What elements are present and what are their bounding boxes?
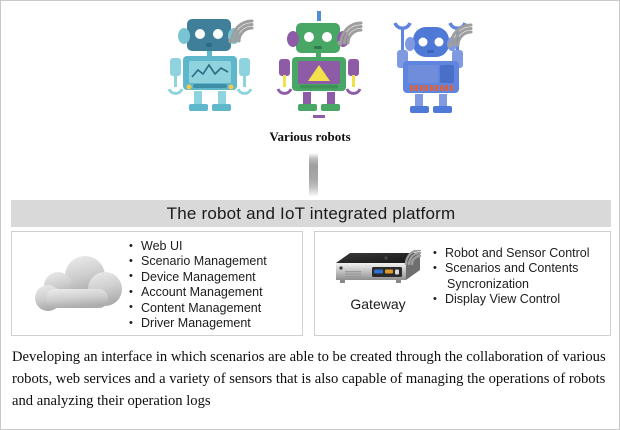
list-item: Content Management [129, 300, 267, 316]
cloud-icon [30, 256, 126, 314]
gateway-label: Gateway [350, 296, 406, 312]
list-item: Account Management [129, 285, 267, 301]
various-robots-label: Various robots [269, 129, 351, 144]
list-item: Display View Control [433, 292, 590, 308]
gateway-panel: Gateway Robot and Sensor Control Scenari… [314, 231, 611, 336]
vertical-connector [309, 153, 318, 197]
list-item: Web UI [129, 238, 267, 254]
robot-teal-illustration [167, 19, 253, 111]
robot-green [273, 11, 369, 121]
gateway-block: Gateway [323, 248, 433, 312]
gateway-feature-list: Robot and Sensor Control Scenarios and C… [433, 245, 590, 308]
wifi-signal-icon [226, 15, 260, 47]
gateway-device-icon [328, 248, 428, 292]
robot-blue [383, 11, 479, 121]
platform-feature-list: Web UI Scenario Management Device Manage… [129, 238, 267, 332]
cloud-platform-panel: Web UI Scenario Management Device Manage… [11, 231, 303, 336]
list-item: Robot and Sensor Control [433, 245, 590, 261]
list-item: Device Management [129, 269, 267, 285]
platform-title: The robot and IoT integrated platform [166, 203, 456, 223]
list-item-continuation: Syncronization [447, 276, 529, 291]
list-item: Scenarios and Contents [433, 261, 590, 277]
robot-teal [164, 11, 260, 121]
robots-row [1, 5, 619, 123]
description-paragraph: Developing an interface in which scenari… [12, 349, 606, 409]
wifi-signal-icon [335, 17, 369, 49]
list-item: Scenario Management [129, 254, 267, 270]
wifi-signal-icon [445, 19, 479, 51]
list-item: Driver Management [129, 316, 267, 332]
robot-green-illustration [276, 11, 362, 118]
robot-blue-illustration [393, 22, 467, 113]
platform-title-bar: The robot and IoT integrated platform [11, 200, 611, 227]
panels-row: Web UI Scenario Management Device Manage… [11, 231, 611, 338]
